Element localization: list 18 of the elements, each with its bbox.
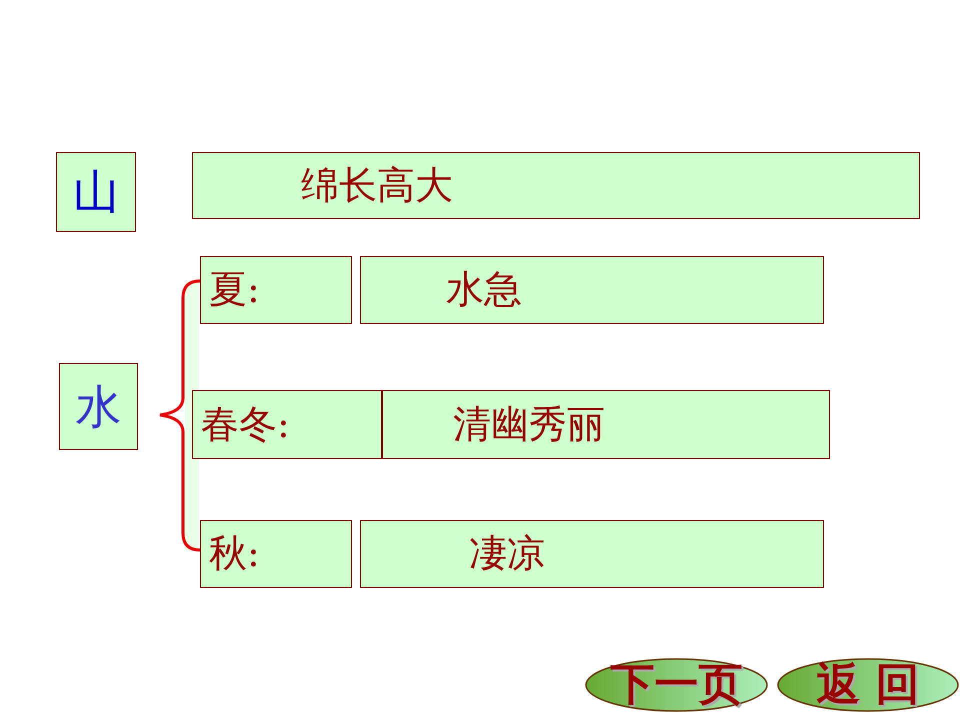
season-label: 春冬: [201,404,290,446]
description-text: 凄凉 [469,533,545,575]
description-text: 水急 [446,269,522,311]
description-text: 绵长高大 [301,164,453,206]
character-label: 山 [73,166,119,218]
season-label: 秋: [209,533,260,575]
season-box [200,256,352,324]
description-text: 清幽秀丽 [453,404,605,446]
season-box [192,390,382,459]
description-box [382,390,830,459]
season-label: 夏: [209,269,260,311]
season-box [200,520,352,588]
character-label: 水 [76,381,122,432]
character-box [56,152,136,232]
character-box [59,363,138,450]
description-box [360,256,824,324]
description-box [192,152,920,219]
description-box [360,520,824,588]
